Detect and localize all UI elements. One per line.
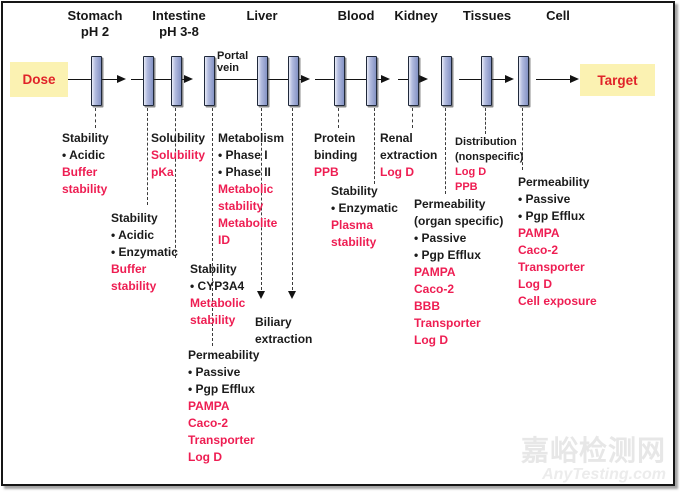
organ-label: Stomach — [67, 8, 123, 23]
membrane-bar-tissues — [481, 56, 492, 106]
membrane-bar-liver-in — [257, 56, 268, 106]
watermark: 嘉峪检测网 AnyTesting.com — [520, 435, 666, 484]
note-intestine-solubility: Solubility Solubility pKa — [151, 131, 205, 179]
membrane-bar-stomach — [91, 56, 102, 106]
organ-label: Kidney — [394, 8, 438, 23]
dashed-connector — [95, 108, 96, 128]
dashed-connector-biliary — [261, 108, 262, 290]
dashed-connector — [175, 108, 176, 258]
membrane-bar-blood-out — [366, 56, 377, 106]
membrane-bar-gut-wall — [204, 56, 215, 106]
note-cell-permeability: Permeability • Passive • Pgp Efflux PAMP… — [518, 175, 597, 308]
note-biliary-extraction: Biliary extraction — [255, 315, 313, 346]
dashed-connector — [374, 108, 375, 184]
organ-label: Intestine — [152, 8, 206, 23]
flow-arrow-intestine — [131, 74, 193, 83]
note-organ-permeability: Permeability (organ specific) • Passive … — [414, 197, 504, 347]
dashed-connector-biliary — [292, 108, 293, 290]
header-cell: Cell — [498, 8, 618, 24]
membrane-bar-cell — [518, 56, 529, 106]
flow-arrow-blood — [315, 74, 390, 83]
flow-arrow-to-target — [536, 74, 579, 83]
header-kidney: Kidney — [356, 8, 476, 24]
dashed-connector — [485, 108, 486, 134]
note-plasma-stability: Stability • Enzymatic Plasma stability — [331, 184, 398, 249]
dashed-connector — [212, 108, 213, 346]
header-stomach: Stomach pH 2 — [35, 8, 155, 40]
note-intestine-stability: Stability • Acidic • Enzymatic Buffer st… — [111, 211, 178, 293]
note-renal-extraction: Renal extraction Log D — [380, 131, 438, 179]
note-liver-metabolism: Metabolism • Phase I • Phase II Metaboli… — [218, 131, 285, 247]
note-stomach-stability: Stability • Acidic Buffer stability — [62, 131, 109, 196]
header-intestine: Intestine pH 3-8 — [119, 8, 239, 40]
organ-label: Cell — [546, 8, 570, 23]
membrane-bar-liver-out — [288, 56, 299, 106]
header-liver: Liver — [202, 8, 322, 24]
dashed-connector — [445, 108, 446, 194]
membrane-bar-blood-in — [334, 56, 345, 106]
watermark-latin-text: AnyTesting.com — [542, 466, 666, 483]
organ-label: Blood — [337, 8, 375, 23]
organ-sublabel: pH 2 — [80, 24, 110, 39]
organ-sublabel: pH 3-8 — [159, 24, 199, 39]
organ-label: Tissues — [462, 8, 512, 23]
membrane-bar-kidney-in — [408, 56, 419, 106]
dashed-connector — [338, 108, 339, 128]
target-box: Target — [580, 64, 655, 96]
note-gut-permeability: Permeability • Passive • Pgp Efflux PAMP… — [188, 348, 260, 464]
portal-vein-label: Portal vein — [217, 50, 249, 74]
membrane-bar-intestine-in — [143, 56, 154, 106]
membrane-bar-intestine-out — [171, 56, 182, 106]
header-tissues: Tissues — [427, 8, 547, 24]
dose-label: Dose — [22, 72, 56, 87]
dose-box: Dose — [10, 62, 68, 97]
watermark-cjk-text: 嘉峪检测网 — [520, 435, 666, 466]
note-distribution: Distribution (nonspecific) Log D PPB — [455, 136, 524, 193]
dashed-connector — [412, 108, 413, 128]
note-cyp-stability: Stability • CYP3A4 Metabolic stability — [190, 262, 246, 327]
dashed-connector — [147, 108, 148, 205]
target-label: Target — [597, 72, 638, 88]
header-blood: Blood — [296, 8, 416, 24]
membrane-bar-kidney-out — [441, 56, 452, 106]
organ-label: Liver — [246, 8, 278, 23]
dashed-connector — [522, 108, 523, 170]
down-arrow-icon — [288, 291, 296, 299]
note-protein-binding: Protein binding PPB — [314, 131, 358, 179]
down-arrow-icon — [257, 291, 265, 299]
